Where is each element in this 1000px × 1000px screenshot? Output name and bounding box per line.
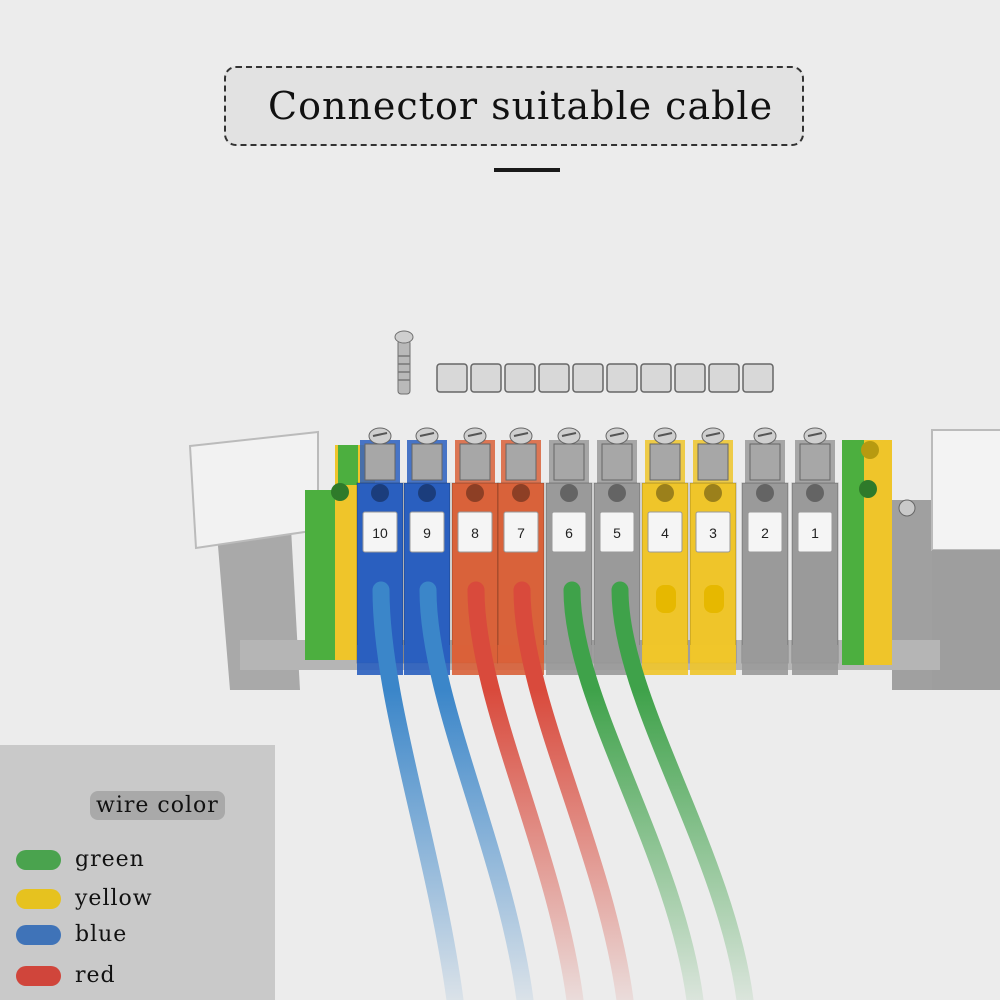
jumper-link [504, 363, 536, 393]
terminal-number-tag [409, 511, 445, 553]
legend-item-green: green [16, 847, 145, 872]
legend-item-red: red [16, 963, 116, 988]
terminal-number-tag [695, 511, 731, 553]
terminal-number-tag [503, 511, 539, 553]
terminal-number-tag [362, 511, 398, 553]
terminal-block: 6 [545, 427, 593, 675]
terminal-block: 10 [356, 427, 404, 675]
terminal-block: 1 [791, 427, 839, 675]
wire-color-legend: wire color green yellow blue red [0, 745, 275, 1000]
legend-label: red [75, 963, 116, 988]
right-ground-block [842, 440, 892, 665]
terminal-number-tag [797, 511, 833, 553]
terminal-number: 5 [613, 525, 621, 541]
blue-swatch [16, 924, 61, 945]
jumper-link [470, 363, 502, 393]
terminal-number-tag [457, 511, 493, 553]
legend-label: blue [75, 922, 128, 947]
terminal-number-tag [551, 511, 587, 553]
terminal-number: 3 [709, 525, 717, 541]
jumper-link [742, 363, 774, 393]
terminal-number-tag [747, 511, 783, 553]
terminal-number: 8 [471, 525, 479, 541]
legend-label: yellow [75, 886, 153, 911]
jumper-link [640, 363, 672, 393]
terminal-number: 7 [517, 525, 525, 541]
terminal-block: 9 [403, 427, 451, 675]
terminal-number: 6 [565, 525, 573, 541]
terminal-block: 8 [451, 427, 499, 675]
yellow-swatch [16, 888, 61, 909]
green-swatch [16, 849, 61, 870]
jumper-link [538, 363, 570, 393]
reflection-fade [240, 690, 1000, 1000]
terminal-block: 3 [689, 427, 737, 675]
legend-item-yellow: yellow [16, 886, 153, 911]
jumper-link [572, 363, 604, 393]
terminal-number-tag [599, 511, 635, 553]
terminal-block: 2 [741, 427, 789, 675]
title-underline [494, 168, 560, 172]
legend-item-blue: blue [16, 922, 127, 947]
jumper-bar [436, 363, 774, 393]
legend-title: wire color [90, 791, 225, 820]
jumper-link [606, 363, 638, 393]
terminal-number: 1 [811, 525, 819, 541]
terminal-number: 4 [661, 525, 669, 541]
terminal-number: 2 [761, 525, 769, 541]
title-box: Connector suitable cable [224, 66, 804, 146]
legend-label: green [75, 847, 145, 872]
jumper-link [674, 363, 706, 393]
yellow-wire-stub [704, 585, 724, 613]
terminal-number-tag [647, 511, 683, 553]
terminal-number: 10 [372, 525, 388, 541]
loose-screw [394, 330, 414, 395]
terminal-block: 4 [641, 427, 689, 675]
yellow-wire-stub [656, 585, 676, 613]
page-title: Connector suitable cable [268, 84, 774, 128]
terminal-number: 9 [423, 525, 431, 541]
jumper-link [436, 363, 468, 393]
red-swatch [16, 965, 61, 986]
jumper-link [708, 363, 740, 393]
